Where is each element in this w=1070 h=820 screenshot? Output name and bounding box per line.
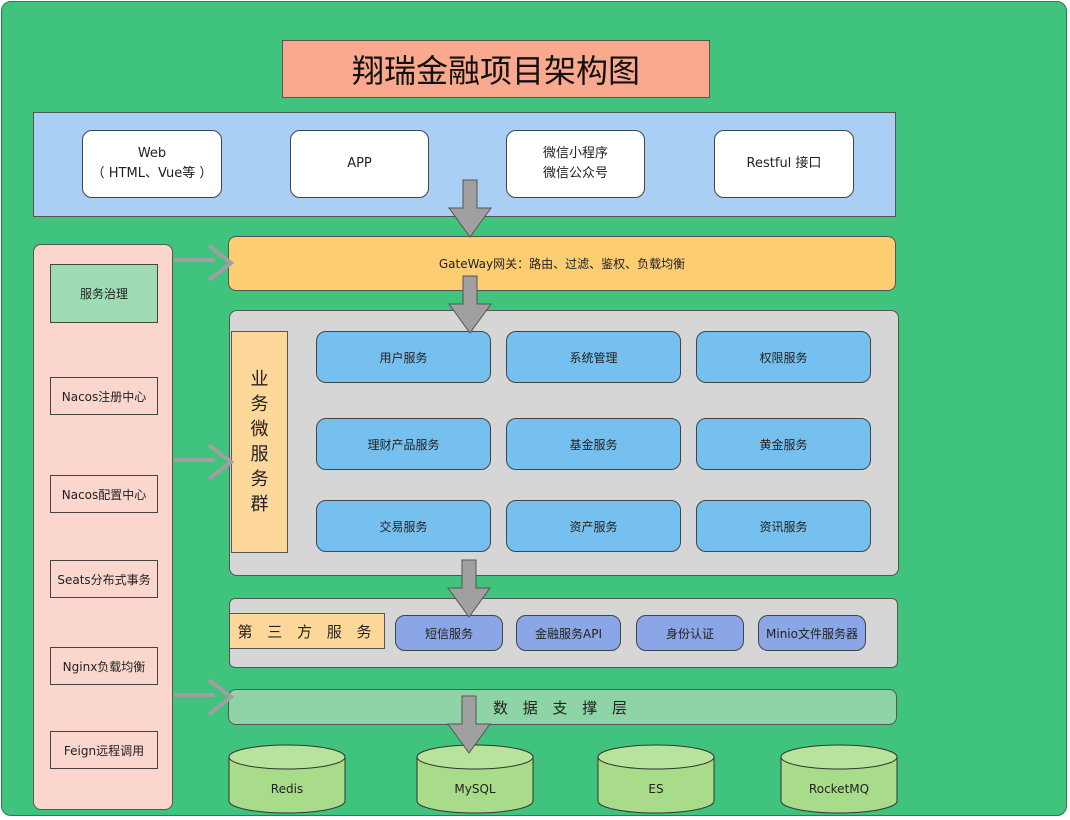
third-sms: 短信服务 <box>395 615 503 651</box>
service-system: 系统管理 <box>506 331 681 383</box>
client-restful-name: Restful 接口 <box>746 156 822 171</box>
db-redis-label: Redis <box>270 782 304 796</box>
db-es: ES <box>597 744 715 814</box>
service-user: 用户服务 <box>316 331 491 383</box>
feign-remote-call: Feign远程调用 <box>50 731 158 769</box>
client-app-name: APP <box>347 156 372 171</box>
db-mysql-label: MySQL <box>454 782 496 796</box>
client-wechat-official: 微信公众号 <box>542 166 608 181</box>
client-app: APP <box>290 130 429 198</box>
client-web-name: Web <box>137 146 167 161</box>
biz-label-char: 业 <box>250 369 269 390</box>
service-wealth-product: 理财产品服务 <box>316 418 491 470</box>
db-mysql: MySQL <box>416 744 534 814</box>
service-fund: 基金服务 <box>506 418 681 470</box>
service-trade: 交易服务 <box>316 500 491 552</box>
data-support-layer: 数 据 支 撑 层 <box>228 689 897 725</box>
service-gold: 黄金服务 <box>696 418 871 470</box>
third-party-label: 第 三 方 服 务 <box>229 613 385 649</box>
biz-label-char: 服 <box>250 444 269 465</box>
database-icon <box>416 744 534 814</box>
third-identity-auth: 身份认证 <box>636 615 744 651</box>
third-finance-api: 金融服务API <box>516 615 621 651</box>
biz-label-char: 微 <box>250 419 269 440</box>
nginx-load-balance: Nginx负载均衡 <box>50 647 158 685</box>
biz-label-char: 群 <box>250 494 269 515</box>
client-wechat-miniprogram: 微信小程序 <box>542 146 608 161</box>
biz-label-char: 务 <box>250 469 269 490</box>
seata-transaction: Seats分布式事务 <box>50 560 158 598</box>
diagram-title: 翔瑞金融项目架构图 <box>282 40 710 98</box>
client-web-detail: （ HTML、Vue等 ） <box>91 166 213 181</box>
service-permission: 权限服务 <box>696 331 871 383</box>
database-icon <box>228 744 346 814</box>
client-restful: Restful 接口 <box>714 130 854 198</box>
db-es-label: ES <box>648 782 664 796</box>
client-web: Web （ HTML、Vue等 ） <box>82 130 222 198</box>
db-rocketmq-label: RocketMQ <box>808 782 870 796</box>
database-icon <box>597 744 715 814</box>
governance-title: 服务治理 <box>50 264 158 323</box>
client-wechat: 微信小程序 微信公众号 <box>506 130 645 198</box>
nacos-config: Nacos配置中心 <box>50 475 158 513</box>
third-minio: Minio文件服务器 <box>758 615 866 651</box>
nacos-registry: Nacos注册中心 <box>50 377 158 415</box>
database-icon <box>780 744 898 814</box>
governance-panel <box>33 244 173 810</box>
db-rocketmq: RocketMQ <box>780 744 898 814</box>
db-redis: Redis <box>228 744 346 814</box>
biz-label-char: 务 <box>250 394 269 415</box>
business-services-label: 业 务 微 服 务 群 <box>231 331 288 553</box>
service-news: 资讯服务 <box>696 500 871 552</box>
service-asset: 资产服务 <box>506 500 681 552</box>
gateway-layer: GateWay网关：路由、过滤、鉴权、负载均衡 <box>228 236 896 291</box>
